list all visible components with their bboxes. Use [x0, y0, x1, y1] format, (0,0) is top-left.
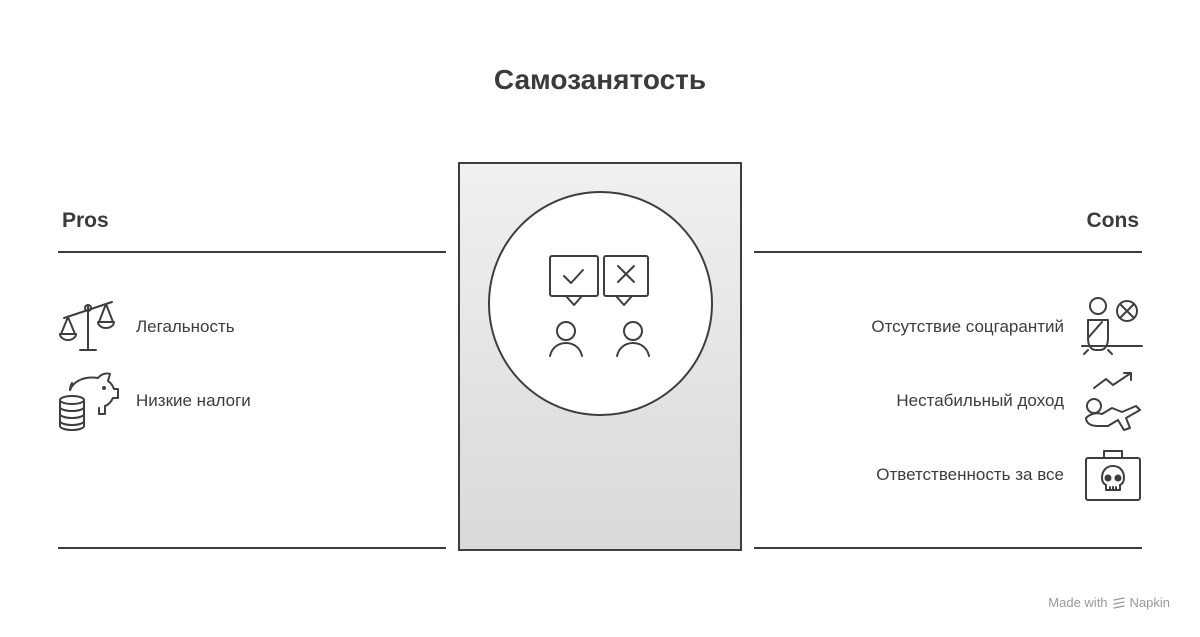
piggy-bank-coins-icon [56, 370, 120, 432]
cons-bottom-rule [754, 547, 1142, 549]
pros-heading: Pros [62, 209, 109, 232]
volatile-income-icon [1080, 370, 1144, 432]
balance-scale-icon [56, 298, 116, 356]
pros-item-low-taxes: Низкие налоги [136, 391, 251, 410]
page-title: Самозанятость [493, 64, 707, 95]
napkin-logo-icon [1112, 596, 1126, 610]
person-no-protection-icon [1080, 296, 1144, 356]
pros-cons-people-icon [546, 252, 654, 360]
cons-item-unstable-income: Нестабильный доход [896, 391, 1064, 410]
center-circle [488, 191, 713, 416]
napkin-watermark: Made with Napkin [1048, 595, 1170, 610]
footer-brand: Napkin [1129, 595, 1170, 610]
pros-item-legality: Легальность [136, 317, 235, 336]
cons-item-responsibility: Ответственность за все [876, 465, 1064, 484]
pros-top-rule [58, 251, 446, 253]
skull-toolbox-icon [1082, 446, 1144, 506]
footer-prefix: Made with [1048, 595, 1108, 610]
pros-bottom-rule [58, 547, 446, 549]
cons-item-no-social-guarantees: Отсутствие соцгарантий [871, 317, 1064, 336]
cons-top-rule [754, 251, 1142, 253]
cons-heading: Cons [1086, 209, 1140, 232]
